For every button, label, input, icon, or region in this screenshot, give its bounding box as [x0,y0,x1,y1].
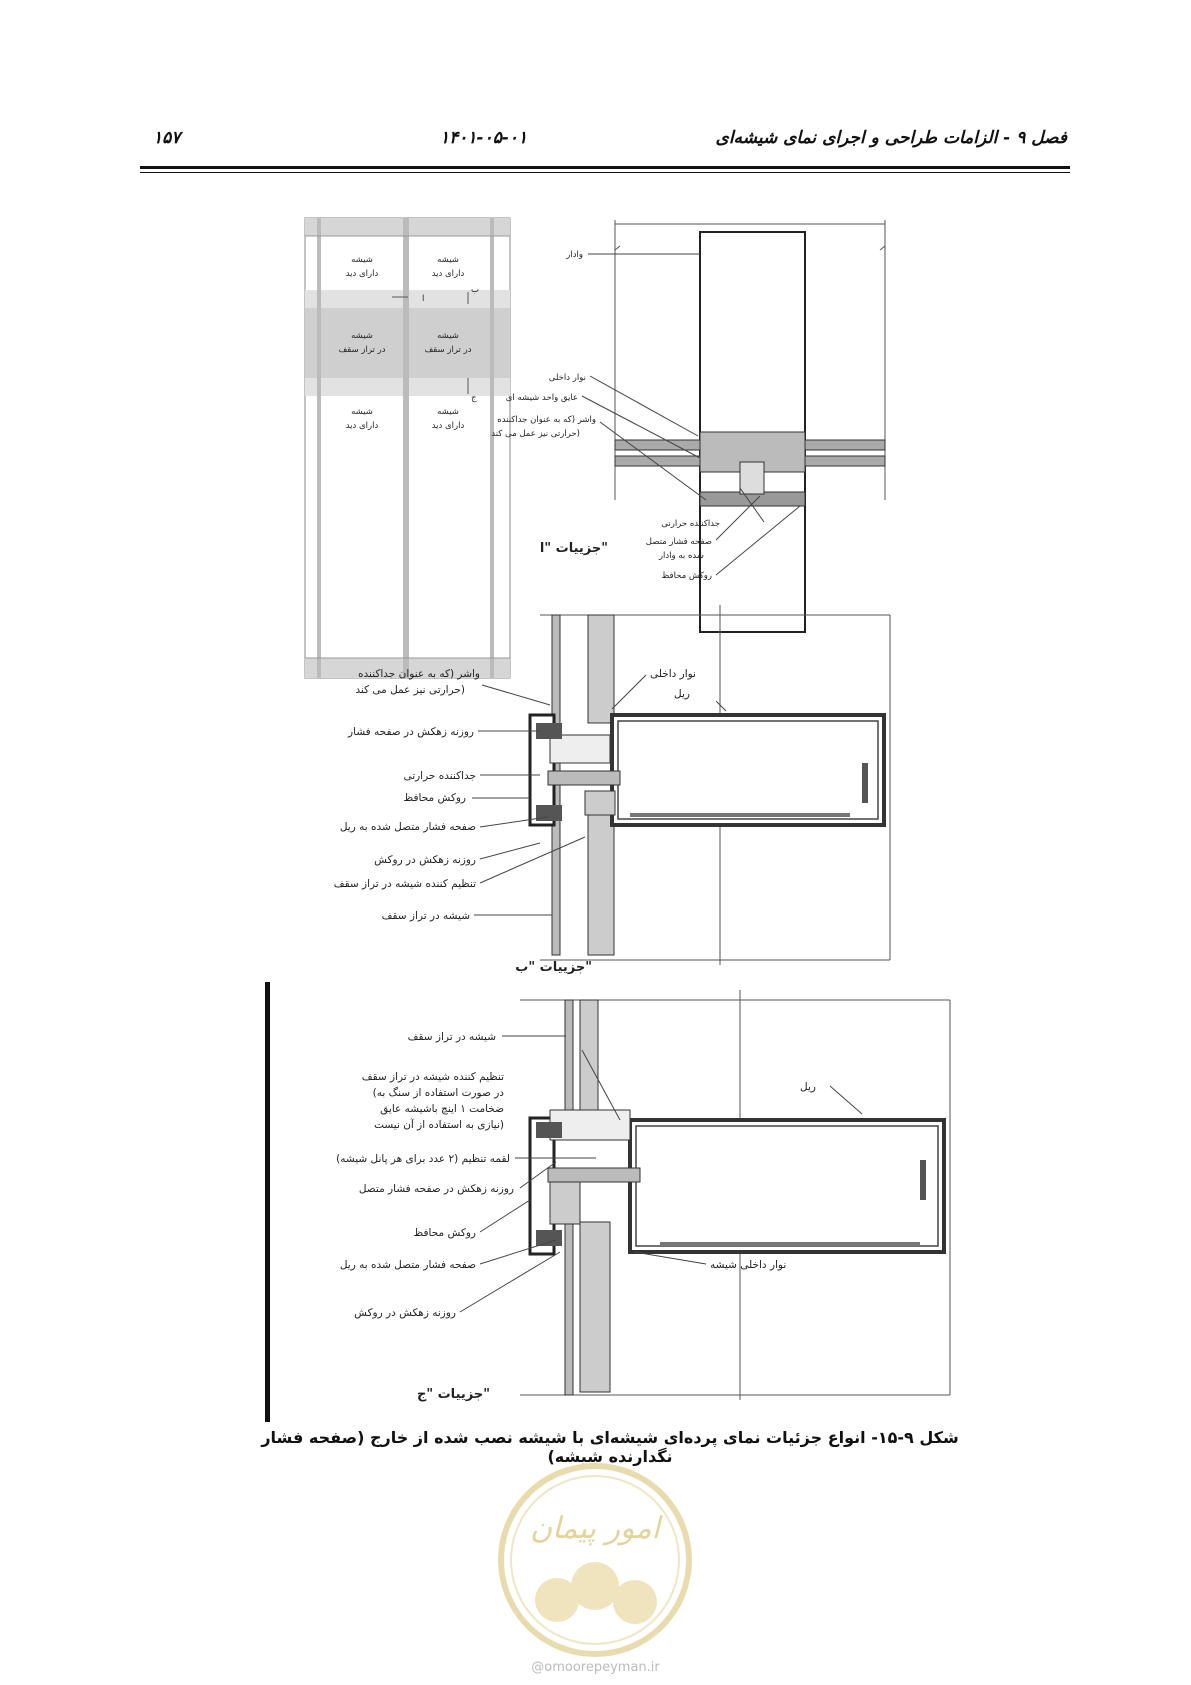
detail-a-label-thermal-break: جداکننده حرارتی [661,519,720,529]
detail-b-title: جزییات "ب" [515,960,592,975]
detail-c-label-pressure-plate: صفحه فشار متصل شده به ریل [340,1259,476,1271]
watermark-logo: امور پیمان [498,1463,692,1657]
grid-cell-1-line1: شیشه [351,255,373,265]
grid-cell-5-line1: شیشه [351,407,373,417]
detail-a-label-washer-2: حرارتی نیز عمل می کند) [491,429,580,439]
detail-b-figure: واشر (که به عنوان جداکننده حرارتی نیز عم… [334,605,891,975]
detail-c-label-glass-inner-gasket: نوار داخلی شیشه [710,1259,786,1271]
detail-a-leaders [581,253,801,576]
detail-c-label-spandrel-glass: شیشه در تراز سقف [408,1031,496,1043]
detail-c-label-weep-cover: روزنه زهکش در روکش [354,1307,456,1319]
grid-cell-2-line2: دارای دید [432,269,465,279]
page-number: ۱۵۷ [153,128,181,148]
detail-b-label-washer-2: حرارتی نیز عمل می کند) [355,684,465,696]
detail-b-label-cover: روکش محافظ [404,792,466,804]
detail-c-label-adjuster-4: نیازی به استفاده از آن نیست) [374,1118,504,1131]
grid-cell-6-line1: شیشه [437,407,459,417]
detail-c-title: جزییات "ج" [417,1387,490,1402]
detail-a-drawing [614,220,886,633]
grid-cell-6-line2: دارای دید [432,421,465,431]
detail-a-label-washer-1: واشر (که به عنوان جداکننده [497,415,596,425]
detail-b-label-weep-pressure-plate: روزنه زهکش در صفحه فشار [347,726,474,738]
detail-b-label-spandrel-glass: شیشه در تراز سقف [382,910,470,922]
grid-marker-b: ب [471,285,479,295]
detail-a-label-pressure-plate-1: صفحه فشار متصل [646,537,712,547]
detail-c-side-bar [265,982,270,1422]
detail-c-label-adjuster-2: (در صورت استفاده از سنگ به [373,1086,505,1099]
detail-c-drawing [520,990,951,1400]
figure-top: شیشه دارای دید شیشه دارای دید شیشه در تر… [304,217,886,679]
detail-b-leaders [472,674,727,916]
detail-b-label-inner-gasket: نوار داخلی [650,668,696,680]
chapter-title: فصل ۹ - الزامات طراحی و اجرای نمای شیشه‌… [715,128,1067,148]
header-rule-thin [140,172,1070,173]
figure-caption: شکل ۹-۱۵- انواع جزئیات نمای پرده‌ای شیشه… [261,1428,959,1466]
grid-cell-2-line1: شیشه [437,255,459,265]
page-date: ۱۴۰۱-۰۵-۰۱ [440,128,528,148]
grid-cell-1-line2: دارای دید [346,269,379,279]
detail-c-label-setting-block: لقمه تنظیم (۲ عدد برای هر پانل شیشه) [336,1153,510,1165]
detail-a-label-pressure-plate-2: شده به وادار [658,551,704,561]
detail-c-label-adjuster-3: ضخامت ۱ اینچ باشیشه عایق [380,1103,504,1115]
detail-a-title: جزییات "ا" [540,541,608,556]
grid-cell-3-line1: شیشه [351,331,373,341]
detail-b-label-spandrel-adjuster: تنظیم کننده شیشه در تراز سقف [334,878,476,890]
detail-b-label-weep-cover: روزنه زهکش در روکش [374,854,476,866]
watermark-url: @omoorepeyman.ir [531,1660,660,1675]
grid-cell-3-line2: در تراز سقف [338,345,385,355]
detail-c-label-rail: ریل [800,1081,816,1093]
detail-c-label-weep-pressure-plate: روزنه زهکش در صفحه فشار متصل [359,1183,514,1195]
detail-a-label-inner-gasket: نوار داخلی [549,373,586,383]
detail-a-label-cover: روکش محافظ [661,571,712,581]
grid-marker-c: ج [471,393,477,403]
detail-a-label-mullion: وادار [565,250,583,260]
detail-c-figure: شیشه در تراز سقف تنظیم کننده شیشه در ترا… [336,990,951,1402]
grid-cell-5-line2: دارای دید [346,421,379,431]
watermark-logo-text: امور پیمان [530,1511,664,1546]
detail-b-label-rail: ریل [674,688,690,700]
detail-c-label-cover: روکش محافظ [414,1227,476,1239]
grid-marker-a: ا [422,294,424,304]
grid-cell-4-line1: شیشه [437,331,459,341]
detail-b-label-pressure-plate: صفحه فشار متصل شده به ریل [340,821,476,833]
header-rule-thick [140,166,1070,169]
detail-c-leaders [459,1035,863,1313]
detail-a-label-insulation: عایق واحد شیشه ای [506,393,578,403]
detail-b-drawing [528,605,891,965]
grid-cell-4-line2: در تراز سقف [424,345,471,355]
detail-b-label-washer-1: واشر (که به عنوان جداکننده [358,668,480,680]
detail-c-label-adjuster-1: تنظیم کننده شیشه در تراز سقف [362,1071,504,1083]
detail-b-label-thermal-break: جداکننده حرارتی [403,770,476,782]
grid-elevation: شیشه دارای دید شیشه دارای دید شیشه در تر… [304,217,511,679]
